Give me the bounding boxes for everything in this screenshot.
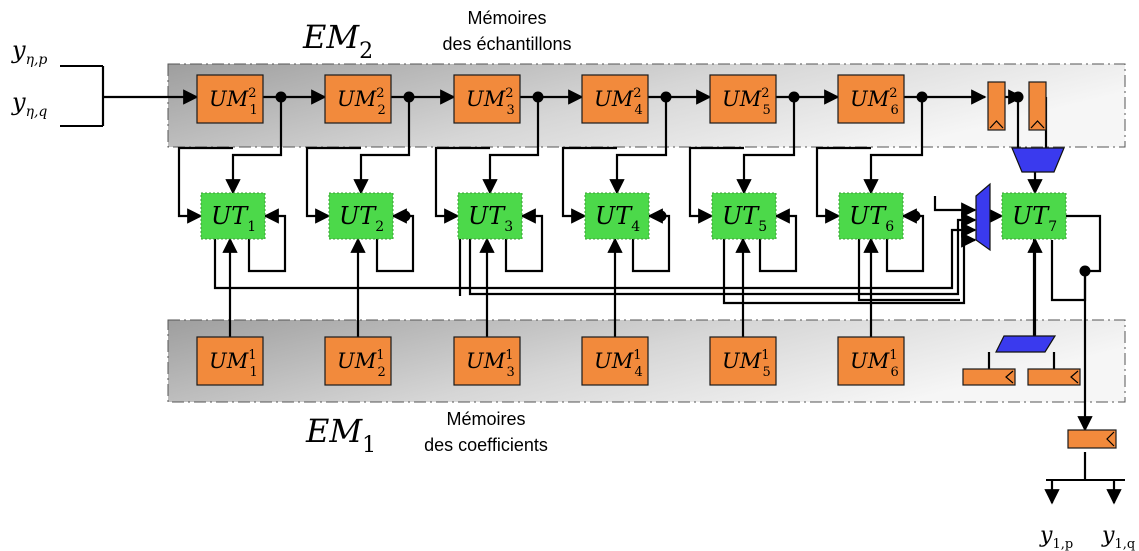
junction-dot (909, 210, 921, 222)
svg-text:UT4: UT4 (595, 202, 640, 235)
output-label-p: y1,p (1039, 523, 1073, 551)
svg-text:UT7: UT7 (1012, 202, 1057, 235)
ut-4: UT4 (584, 192, 650, 240)
junction-dot (399, 210, 411, 222)
input-bus (60, 65, 105, 127)
register-bottom-2 (1027, 368, 1081, 386)
em1-label: EM1 (305, 412, 376, 458)
register-top-2 (1028, 81, 1047, 131)
ut-5: UT5 (711, 192, 777, 240)
mem-samples-line2: des échantillons (442, 34, 571, 54)
ut-1: UT1 (200, 192, 266, 240)
ut-7: UT7 (1001, 192, 1067, 240)
output-bus (1044, 452, 1125, 505)
mem-coeff-line2: des coefficients (424, 435, 548, 455)
wires (103, 89, 1102, 432)
mux-bottom (995, 335, 1057, 353)
ut-3: UT3 (457, 192, 523, 240)
mem-coeff-line1: Mémoires (446, 409, 525, 429)
junction-dot (1079, 265, 1091, 277)
svg-text:UT5: UT5 (722, 202, 767, 235)
register-output (1067, 429, 1117, 449)
em2-label: EM2 (302, 18, 373, 64)
svg-text:UT6: UT6 (849, 202, 894, 235)
svg-text:UT2: UT2 (339, 202, 384, 235)
mux-left (975, 182, 991, 252)
mem-samples-line1: Mémoires (467, 8, 546, 28)
input-label-q: yη,q (11, 88, 47, 120)
ut-6: UT6 (838, 192, 904, 240)
ut-2: UT2 (328, 192, 394, 240)
junction-dot (655, 210, 667, 222)
svg-text:UT3: UT3 (468, 202, 513, 235)
input-label-p: yη,p (11, 36, 47, 68)
register-bottom-1 (962, 368, 1016, 386)
mux-top (1011, 147, 1065, 173)
labels: EM2 Mémoires des échantillons EM1 Mémoir… (11, 8, 1135, 551)
output-label-q: y1,q (1101, 523, 1135, 551)
register-top-1 (987, 81, 1006, 131)
svg-text:UT1: UT1 (211, 202, 256, 235)
